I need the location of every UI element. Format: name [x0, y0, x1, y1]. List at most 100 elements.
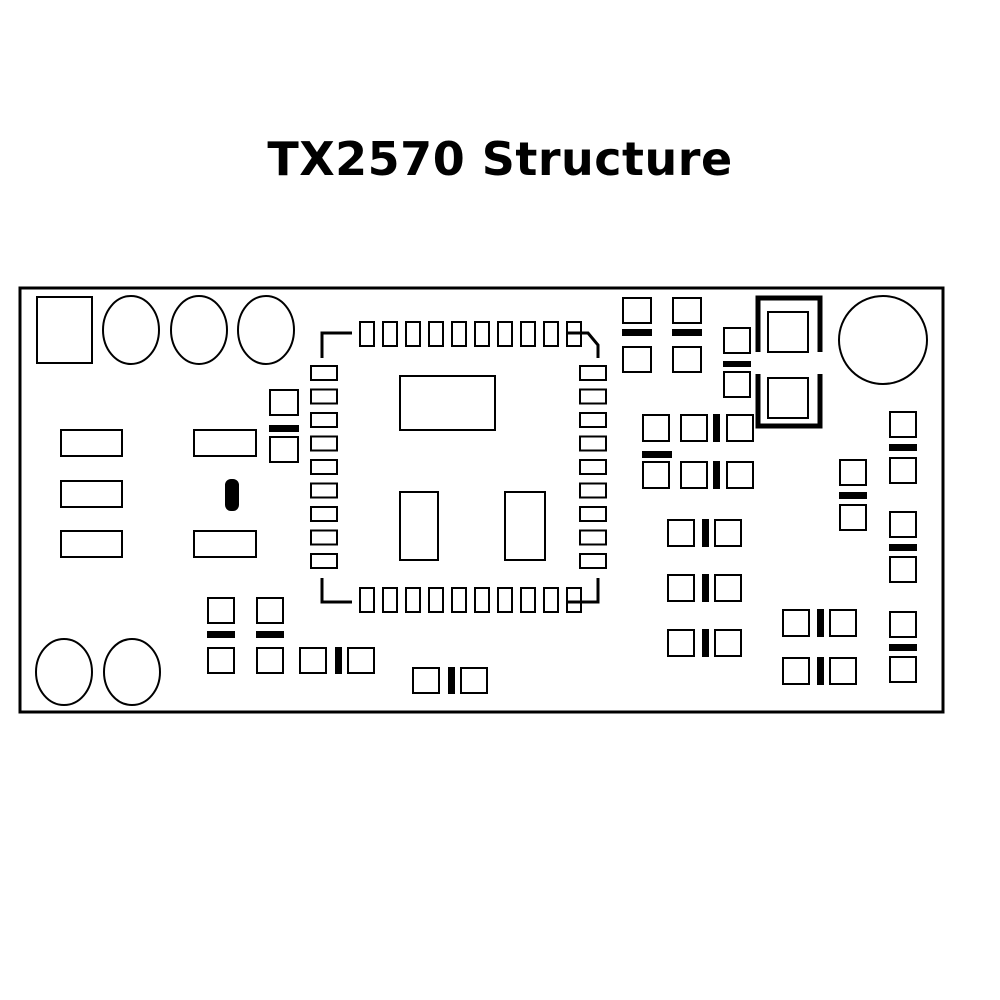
capacitor-pad [829, 657, 857, 685]
polarity-bar [672, 329, 702, 336]
polarity-bar [622, 329, 652, 336]
ic-pin-top [382, 321, 398, 347]
capacitor-pad [889, 656, 917, 683]
polarity-bar [713, 461, 720, 489]
diode-marker [225, 479, 239, 511]
ic-pin-top [451, 321, 467, 347]
capacitor-pad [622, 297, 652, 324]
round-pad [102, 295, 160, 365]
ic-pin-right [579, 482, 607, 499]
ic-corner [568, 331, 600, 358]
capacitor-pad [723, 327, 751, 354]
round-pad [237, 295, 295, 365]
ic-pin-bottom [474, 587, 490, 613]
ic-pin-bottom [451, 587, 467, 613]
ic-corner [320, 331, 352, 358]
capacitor-pad [299, 647, 327, 674]
ic-corner [320, 578, 352, 604]
capacitor-pad [714, 519, 742, 547]
resistor [193, 530, 257, 558]
capacitor-pad [667, 519, 695, 547]
capacitor-pad [672, 346, 702, 373]
ic-pin-bottom [382, 587, 398, 613]
ic-pin-bottom [428, 587, 444, 613]
ic-pin-left [310, 388, 338, 405]
capacitor-pad [256, 597, 284, 624]
polarity-bar [207, 631, 235, 638]
ic-pin-left [310, 553, 338, 569]
ic-pin-right [579, 435, 607, 452]
round-pad [103, 638, 161, 706]
ic-pin-bottom [543, 587, 559, 613]
capacitor-pad [839, 504, 867, 531]
polarity-bar [889, 644, 917, 651]
crystal-pad [767, 377, 809, 419]
diagram-title: TX2570 Structure [267, 132, 733, 186]
polarity-bar [889, 544, 917, 551]
polarity-bar [817, 657, 824, 685]
ic-pin-top [405, 321, 421, 347]
mounting-hole [838, 295, 928, 385]
ic-pin-left [310, 435, 338, 452]
ic-pin-bottom [520, 587, 536, 613]
capacitor-pad [889, 611, 917, 638]
crystal-outline [755, 295, 823, 429]
capacitor-pad [889, 511, 917, 538]
capacitor-pad [782, 657, 810, 685]
ic-pin-top [497, 321, 513, 347]
ic-pin-bottom [497, 587, 513, 613]
ic-pin-left [310, 482, 338, 499]
capacitor-pad [347, 647, 375, 674]
polarity-bar [889, 444, 917, 451]
capacitor-pad [269, 436, 299, 463]
ic-pin-right [579, 529, 607, 546]
capacitor-pad [680, 461, 708, 489]
pcb-outline [18, 286, 945, 714]
polarity-bar [713, 414, 720, 442]
polarity-bar [335, 647, 342, 674]
polarity-bar [817, 609, 824, 637]
polarity-bar [256, 631, 284, 638]
crystal-pad [767, 311, 809, 353]
capacitor-pad [726, 461, 754, 489]
polarity-bar [702, 519, 709, 547]
polarity-bar [269, 425, 299, 432]
capacitor-pad [889, 457, 917, 484]
ic-pin-right [579, 459, 607, 475]
ic-pin-top [474, 321, 490, 347]
capacitor-pad [207, 647, 235, 674]
ic-corner [568, 578, 600, 604]
ic-pin-top [520, 321, 536, 347]
ic-component [504, 491, 546, 561]
capacitor-pad [672, 297, 702, 324]
capacitor-pad [667, 629, 695, 657]
capacitor-pad [714, 574, 742, 602]
ic-pin-right [579, 365, 607, 381]
polarity-bar [702, 629, 709, 657]
resistor [60, 480, 123, 508]
ic-pin-right [579, 553, 607, 569]
ic-pin-left [310, 529, 338, 546]
capacitor-pad [412, 667, 440, 694]
capacitor-pad [269, 389, 299, 416]
capacitor-pad [839, 459, 867, 486]
ic-pin-right [579, 412, 607, 428]
capacitor-pad [667, 574, 695, 602]
capacitor-pad [782, 609, 810, 637]
capacitor-pad [642, 414, 670, 442]
capacitor-pad [622, 346, 652, 373]
polarity-bar [839, 492, 867, 499]
round-pad [170, 295, 228, 365]
ic-component [399, 491, 439, 561]
ic-pin-top [428, 321, 444, 347]
polarity-bar [702, 574, 709, 602]
polarity-bar [723, 361, 751, 367]
capacitor-pad [207, 597, 235, 624]
capacitor-pad [889, 411, 917, 438]
ic-pin-left [310, 365, 338, 381]
capacitor-pad [726, 414, 754, 442]
capacitor-pad [680, 414, 708, 442]
ic-pin-left [310, 459, 338, 475]
ic-pin-top [359, 321, 375, 347]
